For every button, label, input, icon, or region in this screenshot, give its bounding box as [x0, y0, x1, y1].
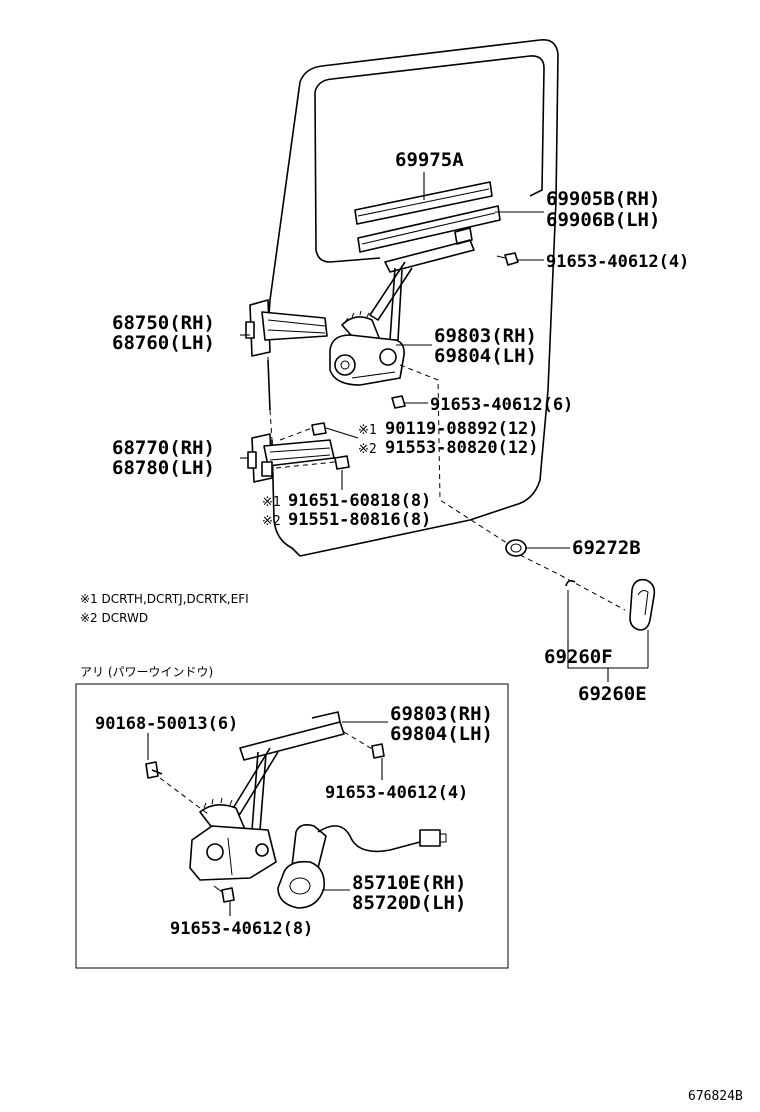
power-window-box	[75, 683, 509, 969]
label-washer: 69272B	[572, 537, 641, 559]
handle-clip-part	[565, 579, 576, 640]
label-power-regulator-rh: 69803(RH)	[390, 703, 493, 725]
power-bolt-right-part	[371, 743, 385, 759]
handle-part	[629, 578, 656, 668]
label-power-bolt-left: 90168-50013(6)	[95, 714, 238, 734]
label-run-lh: 69906B(LH)	[546, 209, 660, 231]
upper-hinge-part	[245, 299, 328, 357]
diagram-code: 676824B	[688, 1089, 743, 1104]
label-bolt-b1: 91651-60818(8)	[288, 491, 431, 511]
dash-guide-2	[519, 554, 626, 611]
lower-hinge-part	[247, 433, 335, 483]
label-hinge-upper-lh: 68760(LH)	[112, 332, 215, 354]
label-run-rh: 69905B(RH)	[546, 188, 660, 210]
bolt-top-part	[496, 252, 519, 266]
label-hinge-lower-lh: 68780(LH)	[112, 457, 215, 479]
label-bolt-a1: 90119-08892(12)	[385, 419, 539, 439]
label-hinge-upper-rh: 68750(RH)	[112, 312, 215, 334]
mark-bolt-a1: ※1	[358, 423, 377, 438]
label-regulator-rh: 69803(RH)	[434, 325, 537, 347]
leader-bolt-a	[325, 427, 359, 439]
bolt-mid-part	[391, 395, 406, 409]
door-frame	[267, 38, 559, 557]
label-hinge-lower-rh: 68770(RH)	[112, 437, 215, 459]
lower-hinge-bolts	[275, 422, 350, 470]
run-channel-part	[357, 205, 501, 253]
note-1: ※1 DCRTH,DCRTJ,DCRTK,EFI	[80, 592, 249, 606]
washer-part	[505, 539, 527, 557]
mark-bolt-a2: ※2	[358, 442, 377, 457]
glass-channel-part	[354, 181, 493, 225]
label-bolt-mid: 91653-40612(6)	[430, 395, 573, 415]
label-bolt-a2: 91553-80820(12)	[385, 438, 539, 458]
power-window-heading: アリ (パワーウインドウ)	[80, 665, 213, 679]
power-dash-1	[159, 777, 209, 815]
dash-guide-1	[399, 364, 511, 546]
handle-bracket-line	[567, 640, 648, 669]
label-bolt-b2: 91551-80816(8)	[288, 510, 431, 530]
label-power-motor-rh: 85710E(RH)	[352, 872, 466, 894]
label-handle: 69260E	[578, 683, 647, 705]
label-power-motor-lh: 85720D(LH)	[352, 892, 466, 914]
label-power-bolt-right: 91653-40612(4)	[325, 783, 468, 803]
power-motor-part	[277, 824, 447, 909]
label-handle-clip: 69260F	[544, 646, 613, 668]
power-dash-2	[343, 731, 375, 751]
label-bolt-top: 91653-40612(4)	[546, 252, 689, 272]
manual-regulator-part	[329, 239, 475, 386]
label-power-bolt-bottom: 91653-40612(8)	[170, 919, 313, 939]
power-regulator-part	[189, 711, 345, 881]
note-2: ※2 DCRWD	[80, 611, 148, 625]
label-power-regulator-lh: 69804(LH)	[390, 723, 493, 745]
mark-bolt-b2: ※2	[262, 514, 281, 529]
label-glass-channel: 69975A	[395, 149, 464, 171]
power-bolt-bottom-part	[213, 885, 235, 903]
power-bolt-left-part	[145, 761, 163, 779]
mark-bolt-b1: ※1	[262, 495, 281, 510]
label-regulator-lh: 69804(LH)	[434, 345, 537, 367]
